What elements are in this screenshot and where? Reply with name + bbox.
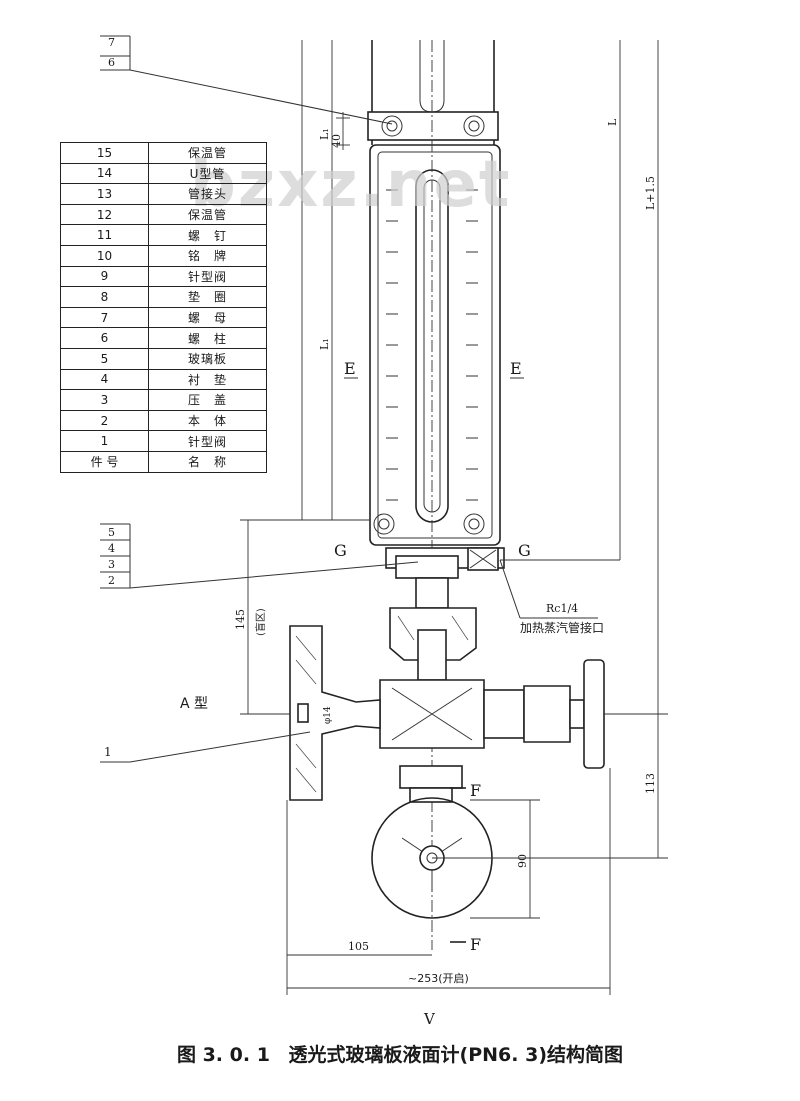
part-name: 螺 柱	[148, 327, 267, 349]
part-name: 衬 垫	[148, 368, 267, 391]
leader-1: 1	[104, 745, 112, 759]
leader-3: 3	[108, 558, 115, 571]
part-number: 14	[60, 162, 149, 185]
part-name: 螺 母	[148, 306, 267, 329]
part-name: 名 称	[148, 450, 267, 473]
part-name: 针型阀	[148, 430, 267, 452]
leader-5: 5	[108, 526, 115, 539]
part-name: 玻璃板	[148, 347, 267, 370]
part-number: 7	[60, 306, 149, 329]
part-number: 6	[60, 327, 149, 349]
figure-caption: 图 3. 0. 1 透光式玻璃板液面计(PN6. 3)结构简图	[0, 1040, 800, 1067]
dim-145: 145	[234, 609, 247, 630]
section-e-right: E	[510, 359, 522, 378]
dim-blind-zone: (盲区)	[254, 608, 267, 636]
part-number: 10	[60, 244, 149, 267]
part-name: 保温管	[148, 203, 267, 226]
type-a-label: A 型	[180, 696, 208, 712]
part-number: 13	[60, 183, 149, 205]
leader-4: 4	[108, 542, 115, 555]
part-name: U型管	[148, 162, 267, 185]
section-f-bottom: F	[470, 935, 481, 954]
part-name: 针型阀	[148, 265, 267, 288]
dim-l: L	[606, 118, 619, 126]
part-name: 管接头	[148, 183, 267, 205]
leader-7: 7	[108, 36, 115, 49]
dim-l1-top: L₁	[318, 128, 331, 140]
part-number: 件 号	[60, 450, 149, 473]
part-number: 3	[60, 389, 149, 411]
part-number: 1	[60, 430, 149, 452]
leader-2: 2	[108, 574, 115, 587]
part-name: 螺 钉	[148, 224, 267, 246]
part-number: 2	[60, 409, 149, 432]
part-name: 铭 牌	[148, 244, 267, 267]
dim-40: 40	[330, 134, 343, 148]
dim-105: 105	[348, 940, 369, 953]
part-number: 8	[60, 286, 149, 308]
caption-number: 图 3. 0. 1	[176, 1044, 270, 1066]
dim-113: 113	[644, 773, 657, 794]
part-name: 压 盖	[148, 389, 267, 411]
part-number: 4	[60, 368, 149, 391]
steam-inlet-label: 加热蒸汽管接口	[520, 620, 604, 635]
section-g-right: G	[518, 541, 531, 560]
rc-thread-label: Rc1/4	[546, 602, 578, 615]
parts-table-header: 件 号名 称	[60, 450, 267, 473]
part-number: 15	[60, 142, 149, 164]
part-number: 11	[60, 224, 149, 246]
part-number: 5	[60, 347, 149, 370]
section-e-left: E	[344, 359, 356, 378]
section-g-left: G	[334, 541, 347, 560]
part-number: 9	[60, 265, 149, 288]
caption-title: 透光式玻璃板液面计(PN6. 3)结构简图	[288, 1044, 624, 1066]
dim-phi14: φ14	[323, 706, 333, 724]
dim-253: ~253(开启)	[408, 972, 469, 985]
dim-l-plus: L+1.5	[644, 176, 657, 210]
part-number: 12	[60, 203, 149, 226]
part-name: 保温管	[148, 142, 267, 164]
section-f-top: F	[470, 781, 481, 800]
leader-6: 6	[108, 56, 115, 69]
part-name: 本 体	[148, 409, 267, 432]
part-name: 垫 圈	[148, 286, 267, 308]
dim-90: 90	[516, 854, 529, 868]
dim-l1-mid: L₁	[318, 338, 331, 350]
view-label: V	[423, 1010, 436, 1028]
gauge-body	[369, 144, 501, 546]
